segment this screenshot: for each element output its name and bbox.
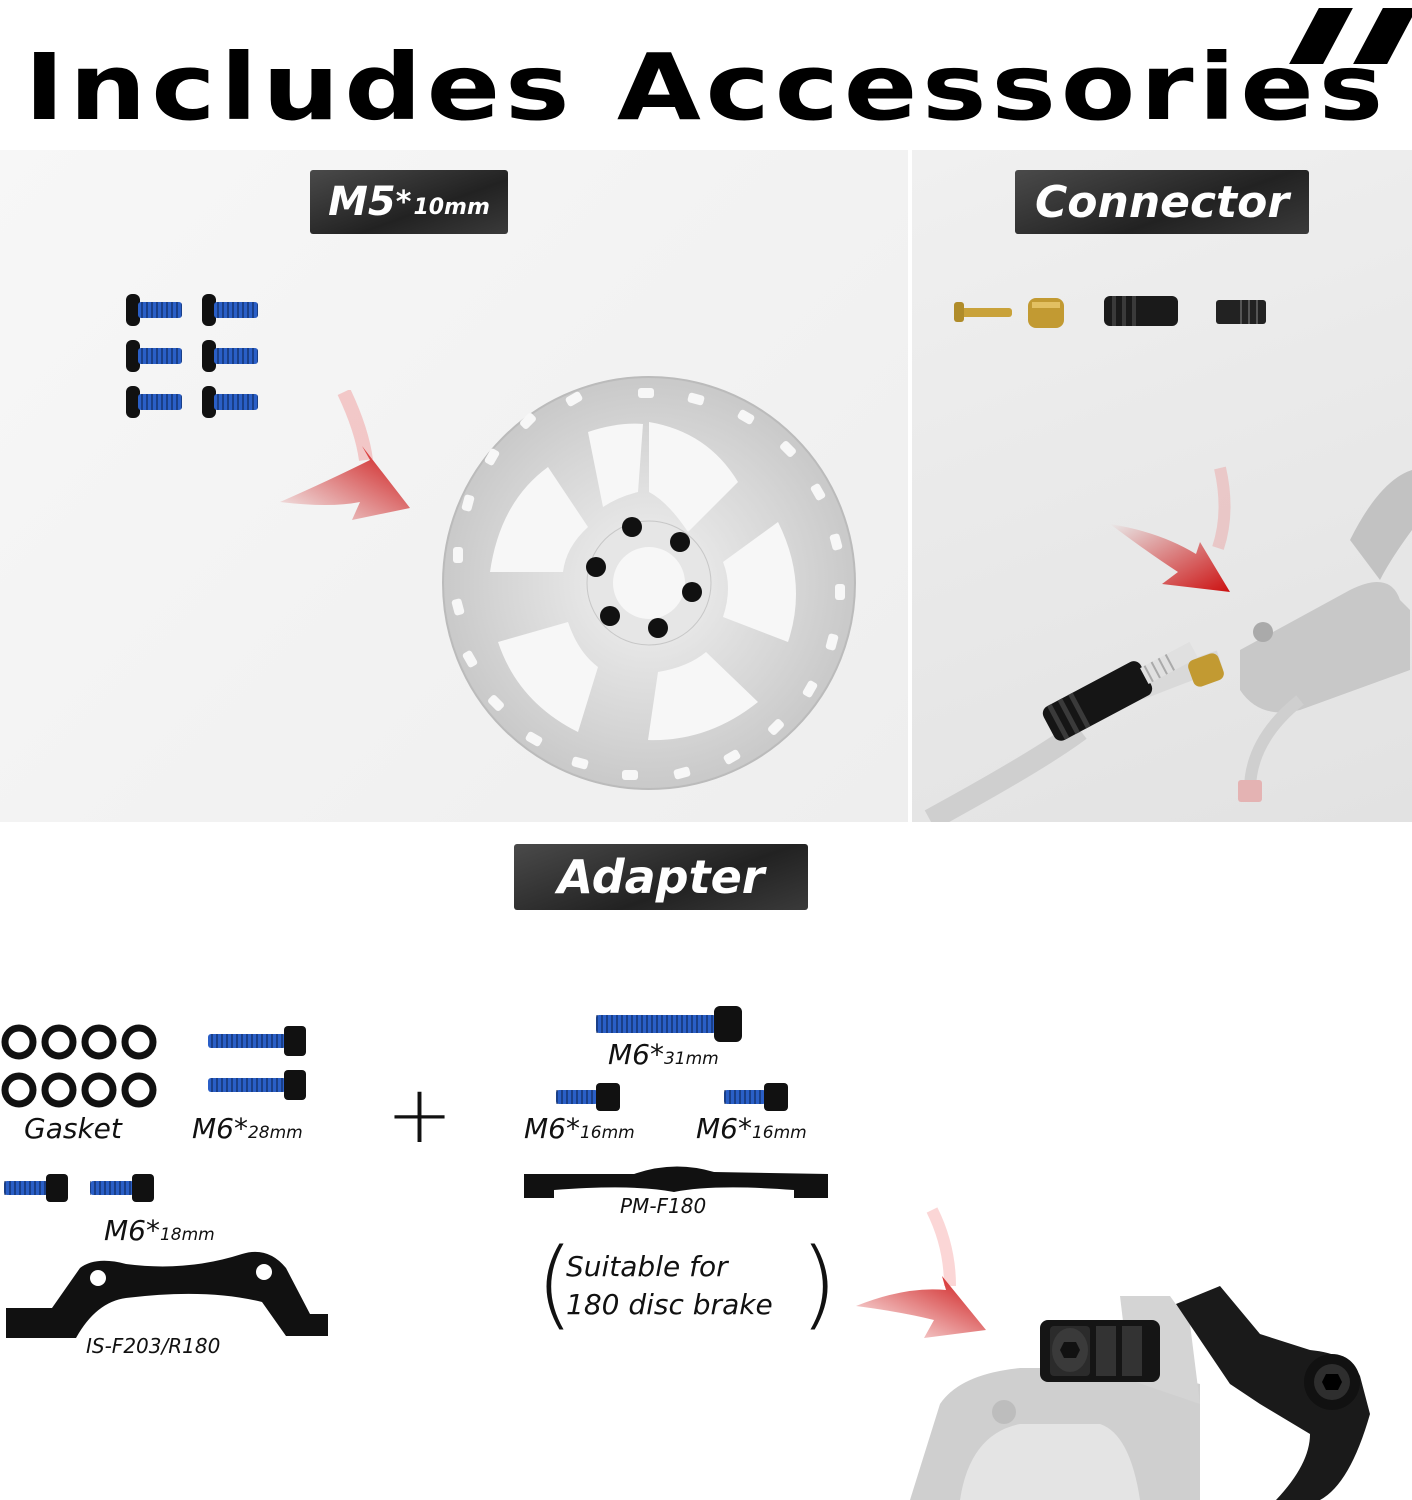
red-arrow-icon [856,1207,986,1338]
m6-31-bolt-icon [596,1006,742,1042]
connector-label-text: Connector [1034,176,1290,228]
red-arrow-icon [280,390,410,520]
m5-label-star: * [395,184,412,220]
m6-31-label: M6*31mm [608,1038,719,1071]
gasket-label: Gasket [24,1112,122,1145]
m6-28-main: M6 [192,1112,234,1145]
adapter-label: Adapter [514,844,808,910]
note-bracket-left: ( [536,1228,574,1340]
brake-rotor-icon [442,376,856,790]
m6-16b-size: 16mm [751,1123,807,1143]
rotor-bolts-icon [126,294,258,418]
is-adapter-plate-icon [6,1251,328,1338]
brake-lever-icon [924,470,1412,822]
m6-16b-main: M6 [696,1112,738,1145]
plus-sign: + [386,1068,454,1161]
m5-label: M5 * 10mm [310,170,508,234]
m6-18-bolts-icon [4,1174,154,1202]
m6-28-size: 28mm [247,1123,303,1143]
note-line-1: Suitable for [566,1250,728,1283]
m6-18-main: M6 [104,1214,146,1247]
m6-31-main: M6 [608,1038,650,1071]
m5-label-main: M5 [328,179,396,225]
m6-31-size: 31mm [663,1049,719,1069]
red-arrow-icon [1110,466,1231,592]
pm-adapter-plate-icon [524,1166,828,1198]
m6-16-label-a: M6*16mm [524,1112,635,1145]
m6-28-bolts-icon [208,1026,306,1100]
pm-plate-label: PM-F180 [620,1194,707,1218]
connector-parts-icon [954,296,1266,328]
m6-28-label: M6*28mm [192,1112,303,1145]
m6-16-bolt-icon [724,1083,788,1111]
m6-18-label: M6*18mm [104,1214,215,1247]
connector-panel [912,150,1412,822]
m6-16a-size: 16mm [579,1123,635,1143]
note-bracket-right: ) [800,1228,838,1340]
is-plate-label: IS-F203/R180 [86,1334,221,1358]
m6-18-size: 18mm [159,1225,215,1245]
m6-16-label-b: M6*16mm [696,1112,807,1145]
m6-16a-star: * [565,1112,580,1145]
m6-16a-main: M6 [524,1112,566,1145]
m6-16b-star: * [737,1112,752,1145]
page-title: Includes Accessories [24,34,1388,141]
m5-label-size: 10mm [413,194,490,220]
m6-28-star: * [233,1112,248,1145]
adapter-label-text: Adapter [557,850,765,904]
m6-31-star: * [649,1038,664,1071]
note-line-2: 180 disc brake [566,1288,773,1321]
gasket-washers-icon [1,1024,157,1108]
connector-label: Connector [1015,170,1309,234]
caliper-adapter-icon [910,1286,1370,1500]
m6-18-star: * [145,1214,160,1247]
m6-16-bolt-icon [556,1083,620,1111]
